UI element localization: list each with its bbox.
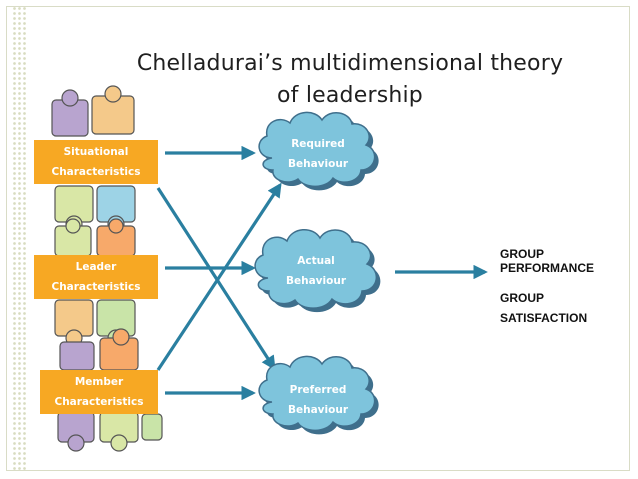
actual-line-1: Actual xyxy=(297,255,335,267)
required-line-1: Required xyxy=(291,138,345,150)
required-line-2: Behaviour xyxy=(288,158,348,170)
satisfaction-line-2: SATISFACTION xyxy=(500,311,588,325)
puzzle-knob xyxy=(112,328,130,346)
arrows xyxy=(156,145,488,401)
group-performance-label: GROUP PERFORMANCE xyxy=(500,247,594,275)
performance-line-2: PERFORMANCE xyxy=(500,261,595,275)
required-behaviour-label: Required Behaviour xyxy=(268,134,368,174)
situational-line-2: Characteristics xyxy=(51,166,141,178)
puzzle-knob xyxy=(110,434,128,452)
leader-line-1: Leader xyxy=(75,261,117,273)
dotted-margin-strip xyxy=(12,6,28,471)
actual-line-2: Behaviour xyxy=(286,275,346,287)
puzzle-knob xyxy=(65,218,81,234)
situational-line-1: Situational xyxy=(63,146,129,158)
cloud-preferred xyxy=(258,355,379,435)
arrow-member-to-required xyxy=(156,182,282,371)
performance-line-1: GROUP xyxy=(500,247,545,261)
cloud-required xyxy=(258,111,379,191)
puzzle-knob xyxy=(108,218,124,234)
actual-behaviour-label: Actual Behaviour xyxy=(266,251,366,291)
slide-title: Chelladurai’s multidimensional theory of… xyxy=(90,48,610,112)
preferred-line-2: Behaviour xyxy=(288,404,348,416)
member-characteristics-box: Member Characteristics xyxy=(40,370,158,414)
preferred-behaviour-label: Preferred Behaviour xyxy=(268,380,368,420)
situational-characteristics-box: Situational Characteristics xyxy=(34,140,158,184)
puzzle-piece xyxy=(141,413,163,441)
leader-line-2: Characteristics xyxy=(51,281,141,293)
member-line-1: Member xyxy=(74,376,124,388)
leader-characteristics-box: Leader Characteristics xyxy=(34,255,158,299)
group-satisfaction-label: GROUP SATISFACTION xyxy=(500,288,587,328)
puzzle-knob xyxy=(61,89,79,107)
cloud-actual xyxy=(254,229,381,313)
puzzle-piece xyxy=(59,341,95,371)
slide-border xyxy=(6,6,630,471)
puzzle-knob xyxy=(67,434,85,452)
preferred-line-1: Preferred xyxy=(289,384,347,396)
satisfaction-line-1: GROUP xyxy=(500,291,545,305)
puzzle-knob xyxy=(104,85,122,103)
arrow-situational-to-preferred xyxy=(156,187,276,371)
member-line-2: Characteristics xyxy=(54,396,144,408)
title-line-1: Chelladurai’s multidimensional theory xyxy=(136,51,564,76)
title-line-2: of leadership xyxy=(277,83,423,108)
